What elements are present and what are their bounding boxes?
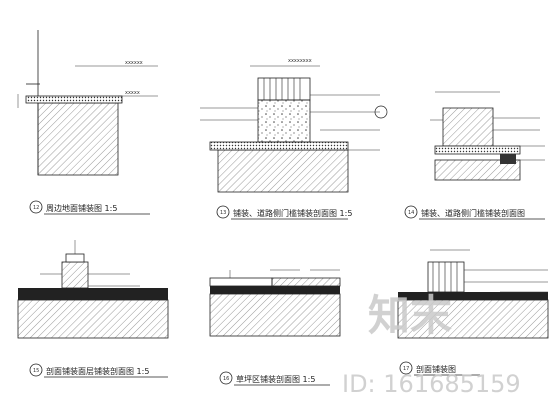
hatched-base xyxy=(217,149,349,193)
detail-title: 铺装、道路侧门槛铺装剖面图 1:5 xyxy=(233,208,352,218)
detail-title: 铺装、道路侧门槛铺装剖面图 xyxy=(421,208,525,218)
hatched-base xyxy=(37,102,119,176)
detail-title-13: 13 铺装、道路侧门槛铺装剖面图 1:5 xyxy=(216,205,352,220)
marker-number: 17 xyxy=(403,366,409,372)
detail-marker xyxy=(216,205,230,219)
marker-number: 15 xyxy=(33,368,39,374)
watermark: 知末 ID: 161685159 xyxy=(342,291,521,398)
marker-number: 14 xyxy=(408,210,414,216)
svg-text:xxxxxx: xxxxxx xyxy=(125,60,143,66)
detail-marker xyxy=(404,205,418,219)
paving-layer xyxy=(210,286,340,294)
detail-title: 草坪区铺装剖面图 1:5 xyxy=(236,374,315,384)
hatched-base xyxy=(17,299,169,339)
paving-layer xyxy=(209,141,349,151)
hatched-base xyxy=(397,299,549,339)
paving-layer xyxy=(434,145,521,155)
detail-marker xyxy=(29,363,43,377)
marker-number: 16 xyxy=(223,376,229,382)
detail-title-16: 16 草坪区铺装剖面图 1:5 xyxy=(219,371,330,386)
detail-title-12: 12 周边地面铺装图 1:5 xyxy=(29,200,150,215)
paving-layer xyxy=(18,288,168,300)
hatched-base xyxy=(209,293,341,337)
marker-number: 12 xyxy=(33,205,39,211)
detail-title-17: 17 剖面铺装图 xyxy=(399,361,480,376)
detail-marker xyxy=(219,371,233,385)
marker-number: 13 xyxy=(220,210,226,216)
detail-16 xyxy=(209,269,341,337)
svg-text:xxxxx: xxxxx xyxy=(125,90,140,96)
svg-text:xxxxxxxx: xxxxxxxx xyxy=(288,58,312,64)
detail-title: 周边地面铺装图 1:5 xyxy=(46,203,117,213)
detail-title: 剖面铺装面层铺装剖面图 1:5 xyxy=(46,366,149,376)
detail-14 xyxy=(430,91,545,181)
paving-layer xyxy=(25,95,123,104)
detail-17 xyxy=(397,249,549,339)
detail-12: xxxxxx xxxxx xyxy=(17,30,158,176)
watermark-logo: 知末 xyxy=(368,291,452,340)
detail-15 xyxy=(17,240,169,339)
watermark-id: ID: 161685159 xyxy=(342,370,521,398)
detail-title: 剖面铺装图 xyxy=(416,364,456,374)
detail-title-15: 15 剖面铺装面层铺装剖面图 1:5 xyxy=(29,363,168,378)
paving-layer xyxy=(398,292,548,300)
gravel-block xyxy=(257,99,311,143)
hatched-base xyxy=(434,159,521,181)
edge-block xyxy=(500,154,516,164)
detail-title-14: 14 铺装、道路侧门槛铺装剖面图 xyxy=(404,205,545,220)
detail-13: xxxxxxxx xyxy=(200,58,388,193)
detail-marker xyxy=(29,200,43,214)
detail-marker xyxy=(399,361,413,375)
